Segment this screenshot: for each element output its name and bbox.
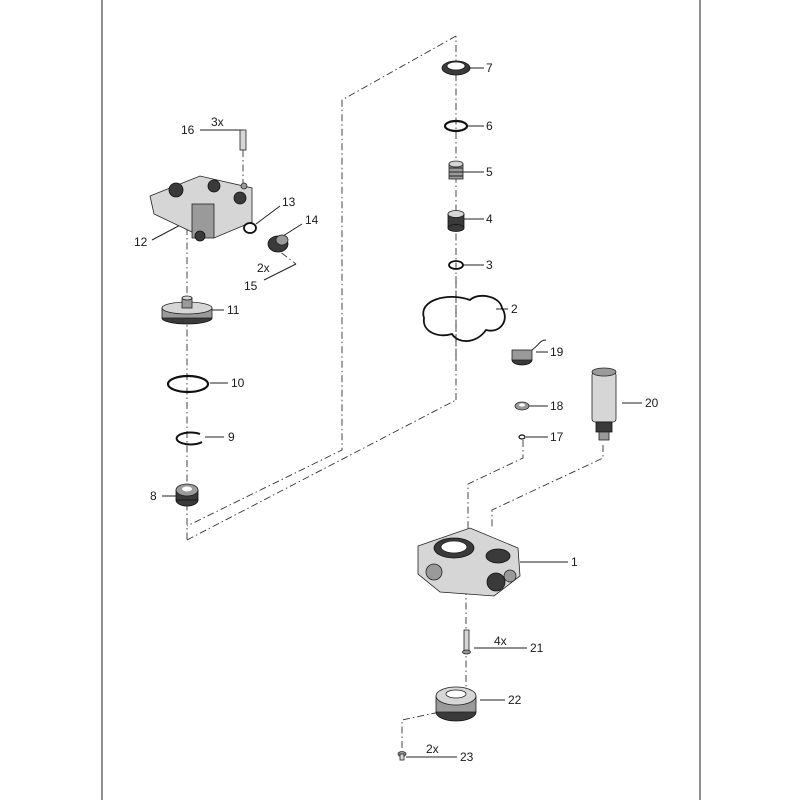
part-18-seal[interactable]	[514, 401, 530, 411]
label-5: 5	[486, 165, 493, 179]
leader-lines	[151, 67, 642, 758]
part-11-gear[interactable]	[161, 295, 213, 325]
part-20-cartridge[interactable]	[591, 367, 617, 441]
label-17: 17	[550, 430, 564, 444]
qty-15: 2x	[257, 261, 270, 275]
label-12: 12	[134, 235, 148, 249]
part-23-screw[interactable]	[397, 751, 407, 761]
part-10-ring[interactable]	[166, 374, 210, 394]
label-14: 14	[305, 213, 319, 227]
label-13: 13	[282, 195, 296, 209]
part-4-valve[interactable]	[447, 210, 465, 232]
label-22: 22	[508, 693, 522, 707]
label-9: 9	[228, 430, 235, 444]
label-6: 6	[486, 119, 493, 133]
part-9-circlip[interactable]	[175, 431, 203, 446]
part-7-seal[interactable]	[441, 60, 471, 76]
label-18: 18	[550, 399, 564, 413]
part-8-bearing[interactable]	[175, 483, 199, 507]
part-16-pin[interactable]	[239, 129, 247, 151]
qty-21: 4x	[494, 634, 507, 648]
label-20: 20	[645, 396, 659, 410]
part-22-bearing[interactable]	[435, 686, 477, 722]
part-12-head[interactable]	[149, 175, 253, 242]
part-6-o-ring[interactable]	[443, 119, 469, 133]
label-21: 21	[530, 641, 544, 655]
part-1-housing[interactable]	[417, 527, 521, 597]
part-2-gasket[interactable]	[422, 294, 506, 342]
part-5-spring[interactable]	[448, 160, 464, 180]
label-15: 15	[244, 279, 258, 293]
part-3-o-ring[interactable]	[448, 260, 464, 270]
label-7: 7	[486, 61, 493, 75]
label-2: 2	[511, 302, 518, 316]
label-10: 10	[231, 376, 245, 390]
part-19-sensor[interactable]	[511, 339, 547, 366]
part-21-screw[interactable]	[462, 629, 471, 655]
label-8: 8	[150, 489, 157, 503]
label-3: 3	[486, 258, 493, 272]
label-1: 1	[571, 555, 578, 569]
part-labels: 7 6 5 4 3 2 19 18 17 20 1 4x 21 22 2x 23…	[134, 61, 659, 764]
qty-23: 2x	[426, 742, 439, 756]
label-16: 16	[181, 123, 195, 137]
label-19: 19	[550, 345, 564, 359]
label-23: 23	[460, 750, 474, 764]
part-17-ring[interactable]	[518, 434, 526, 440]
label-4: 4	[486, 212, 493, 226]
qty-16: 3x	[211, 115, 224, 129]
label-11: 11	[227, 303, 240, 317]
part-13-o-ring[interactable]	[243, 222, 257, 234]
part-14-fitting[interactable]	[267, 234, 289, 253]
